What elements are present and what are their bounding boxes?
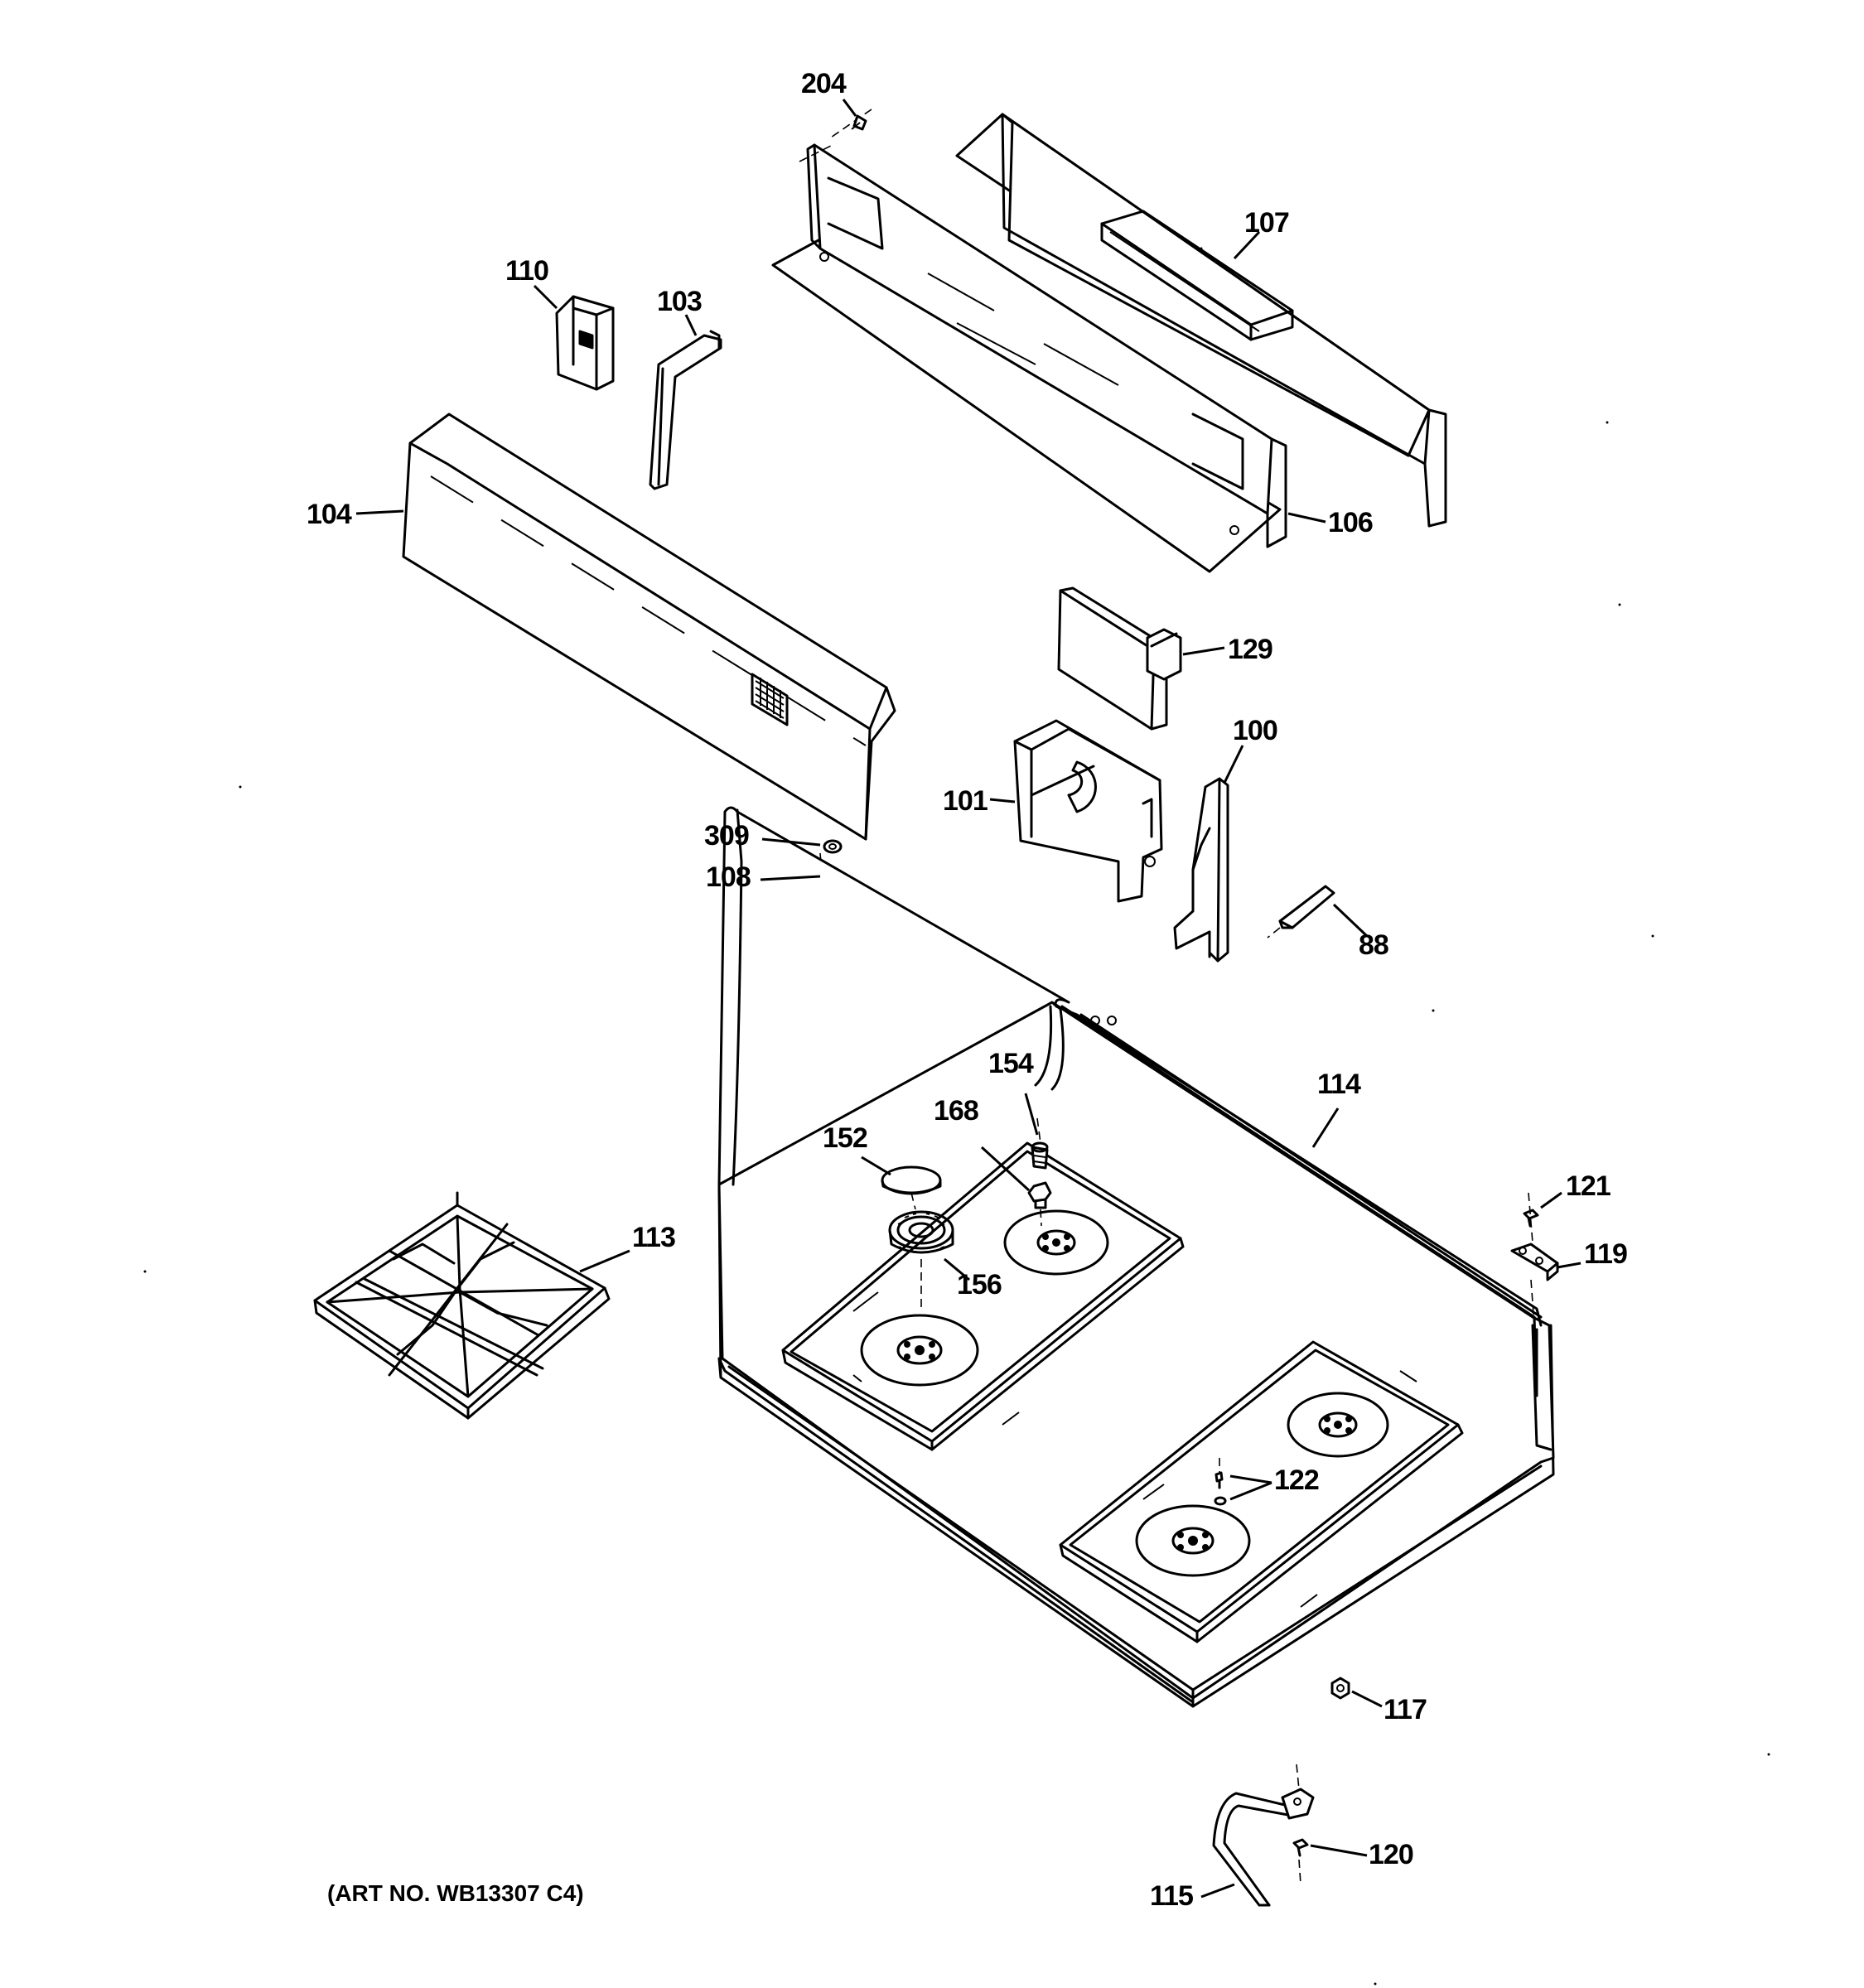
leader-113 [579,1249,630,1273]
leader-122 [1229,1474,1272,1501]
part-115-tube [1212,1788,1315,1907]
part-106-backsplash-support [771,143,1287,573]
leader-309 [761,837,821,847]
callout-107: 107 [1244,207,1289,239]
part-156-burner-head [888,1192,954,1309]
part-122-pins [1214,1458,1227,1506]
leader-103 [684,314,698,336]
leader-lines [355,99,1582,1899]
leader-120 [1310,1844,1368,1857]
callout-117: 117 [1384,1694,1427,1725]
part-101-control-bracket [1013,719,1163,903]
part-204-screw [828,109,872,140]
part-114-cooktop [717,806,1555,1708]
leader-88 [1332,903,1369,938]
callout-115: 115 [1150,1880,1193,1912]
callout-152: 152 [823,1122,867,1154]
leader-114 [1311,1107,1340,1148]
callout-168: 168 [934,1095,978,1127]
part-110-switch [555,295,615,391]
left-burner-tray [781,1141,1185,1451]
callout-154: 154 [988,1048,1034,1079]
callout-104: 104 [307,499,352,530]
part-113-burner-grate [313,1191,611,1420]
leader-129 [1182,646,1225,656]
callout-129: 129 [1228,634,1272,665]
leader-100 [1223,745,1244,784]
leader-152 [861,1156,891,1176]
part-100-side-trim [1173,777,1229,963]
vent-grille [751,673,789,726]
leader-154 [1024,1093,1039,1136]
leader-104 [355,509,404,515]
callout-100: 100 [1233,715,1277,746]
leader-119 [1557,1262,1582,1269]
leader-117 [1351,1690,1383,1708]
leader-107 [1233,230,1261,260]
part-120-screw [1292,1764,1309,1885]
leader-106 [1287,512,1326,524]
scan-speckles [143,247,1770,1986]
part-104-backsplash [402,413,896,841]
callout-103: 103 [657,286,702,317]
callout-108: 108 [706,861,751,893]
callout-106: 106 [1328,507,1373,538]
part-117-nut [1330,1677,1350,1700]
part-129-control-board [1057,586,1182,731]
art-number-label: (ART NO. WB13307 C4) [327,1880,584,1906]
callout-121: 121 [1566,1170,1610,1202]
leader-121 [1540,1191,1562,1209]
part-154-electrode [1031,1117,1049,1170]
callout-110: 110 [505,255,548,287]
callout-204: 204 [801,68,847,99]
leader-101 [989,798,1016,803]
leader-115 [1200,1883,1235,1899]
part-88-clip [1267,885,1335,939]
callout-113: 113 [632,1222,675,1253]
callout-156: 156 [957,1269,1002,1300]
leader-204 [842,99,857,117]
leader-110 [533,284,558,310]
part-168-orifice [1027,1181,1052,1227]
leader-156 [944,1257,970,1281]
callout-labels: 204 107 110 103 104 106 129 100 101 309 … [307,68,1628,1912]
part-103-bracket [649,330,722,490]
callout-101: 101 [943,785,988,817]
part-121-screw [1523,1192,1539,1243]
leader-168 [980,1146,1031,1192]
part-107-heat-shield [955,113,1447,528]
part-309-washer [823,839,843,854]
callout-122: 122 [1274,1464,1319,1496]
leader-108 [760,875,821,881]
callout-88: 88 [1359,929,1388,961]
callout-119: 119 [1584,1238,1627,1270]
callout-120: 120 [1369,1839,1413,1870]
callout-114: 114 [1317,1069,1361,1100]
callout-309: 309 [704,820,749,852]
right-burner-tray [1059,1340,1464,1643]
